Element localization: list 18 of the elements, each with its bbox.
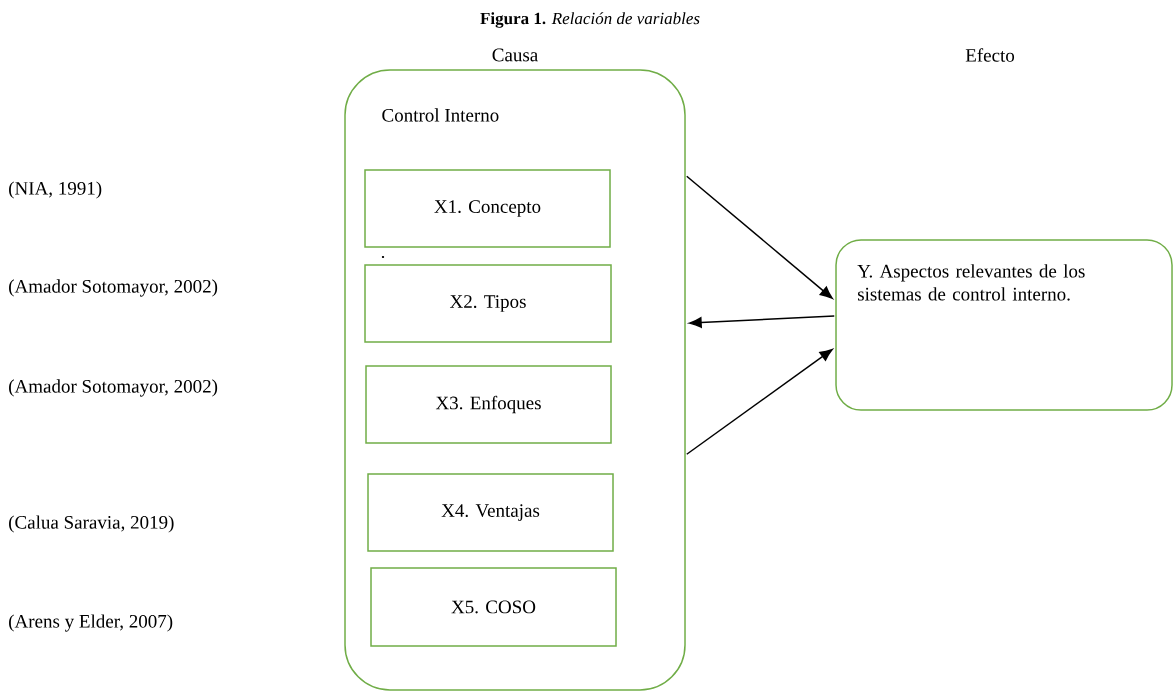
text-label: (NIA, 1991): [9, 181, 102, 199]
text-label: Efecto: [965, 48, 1015, 62]
text-label: (Arens y Elder, 2007): [9, 614, 173, 632]
variable-box: X4. Ventajas: [367, 473, 614, 552]
text-label: (Amador Sotomayor, 2002): [9, 279, 218, 297]
variable-box: X5. COSO: [370, 567, 617, 647]
arrow: [686, 348, 833, 455]
effect-box: Y. Aspectos relevantes de los sistemas de control interno.: [835, 239, 1173, 411]
text-label: .: [381, 255, 385, 259]
text-label: (Calua Saravia, 2019): [9, 515, 174, 533]
arrow: [688, 315, 835, 328]
text-label: Causa: [492, 48, 538, 62]
variable-box: X3. Enfoques: [365, 365, 612, 444]
arrow: [686, 175, 833, 299]
variable-box: X2. Tipos: [364, 264, 612, 343]
variable-box: X1. Concepto: [364, 169, 611, 248]
text-label: (Amador Sotomayor, 2002): [9, 379, 218, 397]
figure-title: Figura 1. Relación de variables: [480, 12, 700, 28]
